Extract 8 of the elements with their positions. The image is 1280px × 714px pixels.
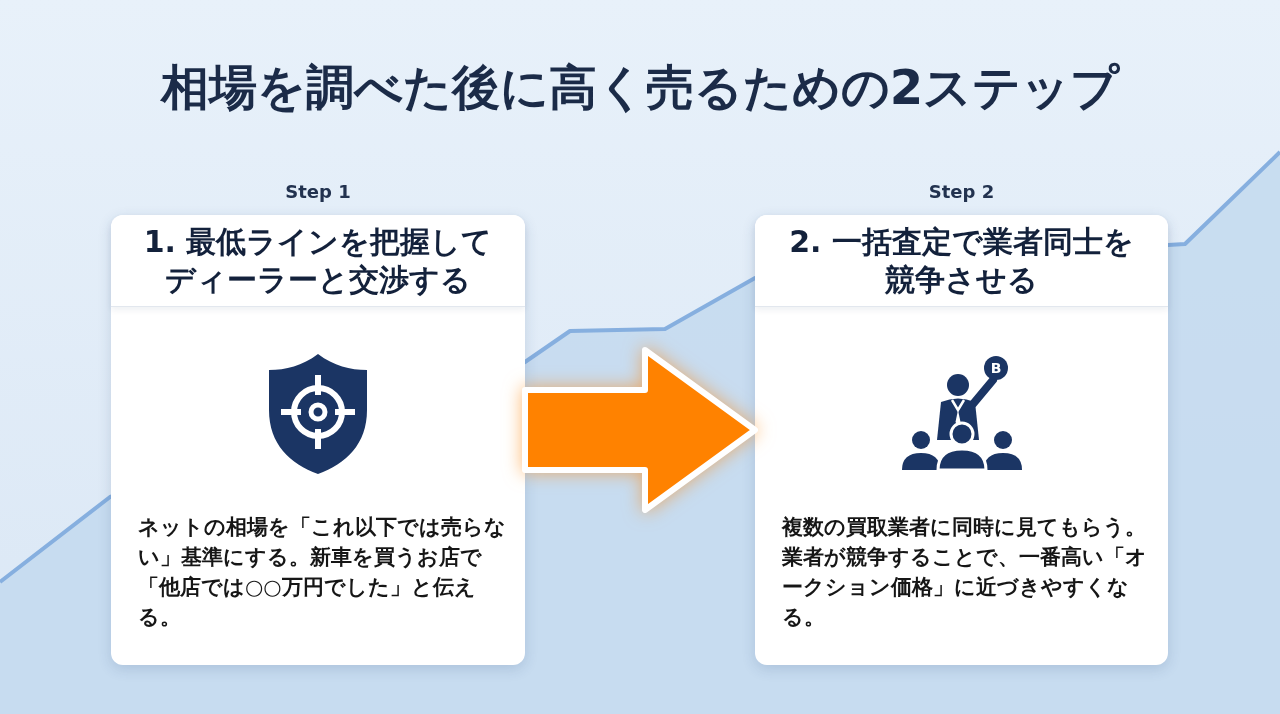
block-arrow <box>522 347 758 513</box>
title: 相場を調べた後に高く売るための2ステップ <box>160 58 1120 117</box>
step-heading: 2. 一括査定で業者同士を競争させる <box>788 222 1135 299</box>
step-description: 複数の買取業者に同時に見てもらう。業者が競争することで、一番高い「オークション価格」に近づきやすくなる。 <box>782 514 1148 631</box>
step-heading: 1. 最低ラインを把握してディーラーと交渉する <box>142 222 494 299</box>
step-label: Step 2 <box>928 180 995 204</box>
step-description: ネットの相場を「これ以下では売らない」基準にする。新車を買うお店で「他店では○○万円でした」と伝える。 <box>138 514 507 631</box>
step-label: Step 1 <box>285 180 351 204</box>
